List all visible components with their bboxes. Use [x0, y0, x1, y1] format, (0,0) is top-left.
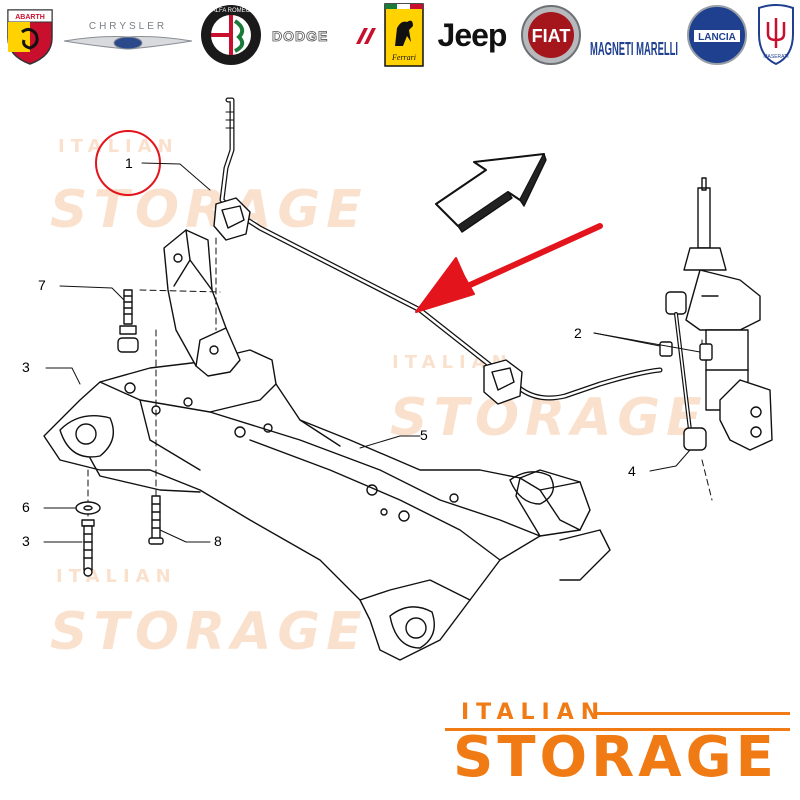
dodge-stripes-icon: DODGE [272, 28, 376, 44]
abarth-scorpion-icon: ABARTH [7, 9, 53, 65]
watermark-big-top: STORAGE [50, 180, 368, 240]
maserati-trident-icon: MASERATI [758, 4, 794, 66]
leader-lines [43, 162, 701, 543]
washer-6 [75, 501, 101, 515]
watermark-small-top: ITALIAN [58, 136, 179, 157]
lancia-badge-icon: LANCIA [687, 5, 747, 65]
fiat-logo: FIAT [518, 2, 584, 68]
maserati-wordmark: MASERATI [763, 54, 788, 60]
bolt-7 [117, 289, 139, 353]
logo-text-big: STORAGE [453, 725, 778, 790]
suspension-diagram: 1 7 2 3 5 4 6 3 8 [22, 97, 773, 661]
chrysler-wordmark: CHRYSLER [89, 21, 167, 32]
alfa-romeo-logo: ALFA ROMEO [198, 2, 264, 68]
chrysler-wings-icon: CHRYSLER [63, 21, 193, 50]
jeep-wordmark: Jeep [437, 16, 508, 53]
callout-4: 4 [628, 463, 636, 479]
jeep-logo: Jeep [430, 2, 514, 68]
abarth-logo: ABARTH [2, 2, 58, 68]
bolt-3 [81, 519, 95, 577]
stabilizer-bar [213, 97, 663, 405]
callout-8: 8 [214, 533, 222, 549]
chrysler-logo: CHRYSLER [62, 2, 194, 68]
fiat-badge-icon: FIAT [521, 5, 581, 65]
callout-3-top: 3 [22, 359, 30, 375]
lancia-wordmark: LANCIA [698, 32, 736, 43]
watermark-big-bottom: STORAGE [50, 602, 368, 662]
alfa-romeo-badge-icon: ALFA ROMEO [201, 5, 261, 65]
callout-5: 5 [420, 427, 428, 443]
bolt-8 [148, 495, 164, 545]
dodge-logo: DODGE [270, 2, 378, 68]
callout-1: 1 [125, 155, 133, 171]
alfa-romeo-wordmark: ALFA ROMEO [212, 8, 251, 14]
maserati-logo: MASERATI [754, 2, 798, 68]
fiat-wordmark: FIAT [532, 26, 571, 46]
logo-line-top [595, 712, 790, 715]
brand-logo-bar: ABARTH CHRYSLER ALFA ROMEO [0, 0, 800, 72]
ferrari-logo: Ferrari [382, 2, 426, 68]
magneti-marelli-logo: MAGNETI MARELLI [588, 2, 680, 68]
callout-7: 7 [38, 277, 46, 293]
magneti-marelli-text: MAGNETI MARELLI [590, 39, 678, 59]
bracket-tower [163, 229, 241, 377]
abarth-wordmark: ABARTH [15, 14, 45, 21]
logo-line-bottom [445, 728, 790, 731]
logo-text-small: ITALIAN [461, 700, 607, 725]
red-pointer-arrow [415, 223, 603, 313]
subframe [43, 349, 611, 661]
ferrari-horse-icon: Ferrari [384, 3, 424, 67]
lancia-logo: LANCIA [684, 2, 750, 68]
link-rod-4 [659, 291, 713, 451]
callout-6: 6 [22, 499, 30, 515]
callout-3-bottom: 3 [22, 533, 30, 549]
direction-arrow [435, 153, 547, 233]
dodge-wordmark: DODGE [272, 28, 328, 44]
strut-assembly [683, 177, 773, 451]
ferrari-wordmark: Ferrari [391, 53, 416, 62]
italian-storage-logo: ITALIAN STORAGE [445, 698, 795, 798]
callout-2: 2 [574, 325, 582, 341]
magneti-marelli-wordmark: MAGNETI MARELLI [590, 39, 678, 59]
